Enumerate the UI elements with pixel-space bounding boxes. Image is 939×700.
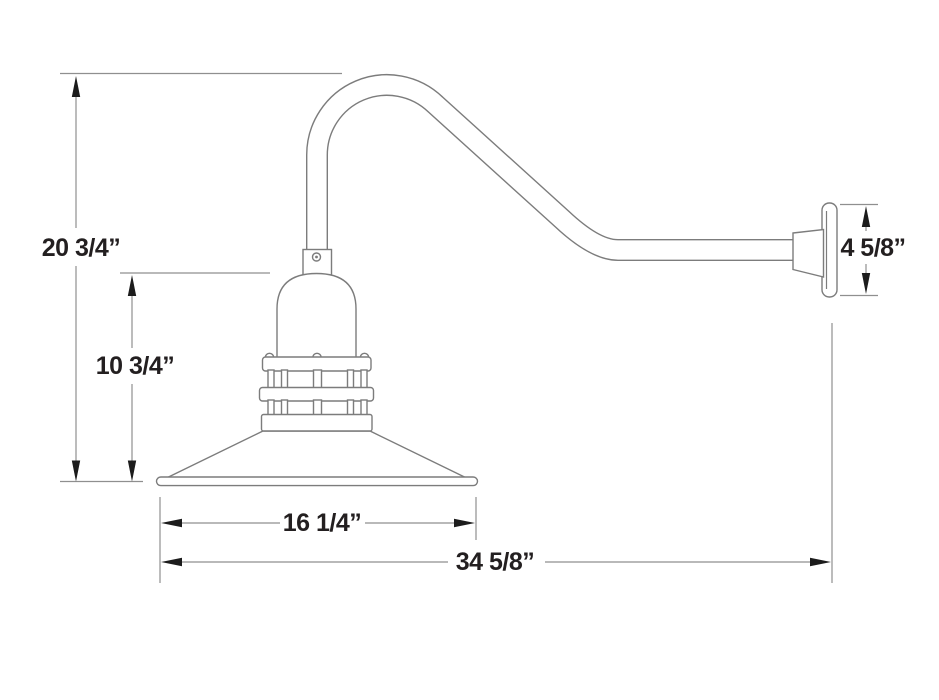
arrow-down-icon bbox=[861, 273, 871, 294]
dimension-label-shade-width: 16 1/4” bbox=[283, 509, 362, 537]
guard-band-middle bbox=[258, 386, 375, 402]
dimension-overall-height: 20 3/4” bbox=[42, 72, 342, 483]
arrow-up-icon bbox=[71, 76, 81, 97]
arrow-down-icon bbox=[71, 460, 81, 482]
arrow-left-icon bbox=[161, 518, 182, 528]
arrow-up-icon bbox=[861, 206, 871, 227]
dimension-head-height: 10 3/4” bbox=[96, 272, 270, 482]
arrow-right-icon bbox=[810, 557, 831, 567]
arrow-right-icon bbox=[454, 518, 475, 528]
arrow-left-icon bbox=[161, 557, 182, 567]
dimension-backplate-height: 4 5/8” bbox=[840, 203, 906, 297]
wall-backplate bbox=[821, 202, 838, 298]
wall-mount-cup bbox=[792, 228, 825, 278]
dimension-label-head-height: 10 3/4” bbox=[96, 352, 175, 380]
dimension-shade-width: 16 1/4” bbox=[159, 497, 477, 583]
arrow-down-icon bbox=[127, 460, 137, 482]
guard-band-base bbox=[260, 413, 373, 432]
dimension-label-overall-height: 20 3/4” bbox=[42, 234, 121, 262]
guard-bars-row2 bbox=[267, 399, 368, 417]
dimension-label-overall-projection: 34 5/8” bbox=[456, 548, 535, 576]
shade-rim bbox=[155, 476, 479, 487]
dimension-overall-projection: 34 5/8” bbox=[161, 323, 833, 583]
guard-bars-row1 bbox=[267, 369, 368, 390]
guard-band-top bbox=[261, 356, 372, 372]
shade-cone bbox=[167, 430, 466, 479]
gooseneck-arm bbox=[306, 73, 800, 261]
dimension-label-backplate-height: 4 5/8” bbox=[840, 234, 905, 262]
arrow-up-icon bbox=[127, 275, 137, 296]
socket-housing-dome bbox=[276, 272, 357, 363]
